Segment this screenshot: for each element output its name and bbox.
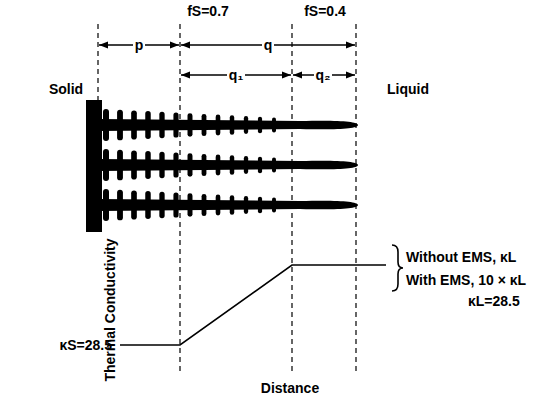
region-label: Liquid [387, 81, 429, 97]
axis-label: Distance [261, 380, 319, 396]
secondary-arm [159, 192, 164, 218]
fraction-label: fS=0.4 [304, 3, 346, 19]
secondary-arm [173, 153, 178, 178]
secondary-arm [188, 113, 193, 137]
conductivity-curve [120, 265, 386, 345]
dendrite-trunk [100, 199, 358, 211]
curve-label: With EMS, 10 × κL [406, 272, 526, 288]
secondary-arm [230, 155, 234, 174]
dimension-label: q₁ [227, 67, 245, 83]
secondary-arm [272, 157, 276, 172]
solid-block [86, 100, 102, 232]
secondary-arm [188, 153, 193, 177]
curve-label: Without EMS, κL [406, 249, 516, 265]
fraction-label: fS=0.7 [187, 3, 229, 19]
secondary-arm [202, 154, 207, 176]
secondary-arm [159, 152, 164, 178]
secondary-arm [159, 112, 164, 138]
dendrite-arms [100, 109, 358, 221]
secondary-arm [244, 116, 248, 134]
secondary-arm [131, 190, 137, 219]
secondary-arm [230, 195, 234, 214]
secondary-arm [216, 115, 221, 136]
secondary-arm [117, 150, 123, 181]
secondary-arm [216, 195, 221, 216]
secondary-arm [131, 110, 137, 139]
secondary-arm [244, 156, 248, 174]
secondary-arm [145, 151, 150, 179]
region-label: Solid [49, 81, 83, 97]
secondary-arm [202, 194, 207, 216]
secondary-arm [230, 115, 234, 134]
value-label: κL=28.5 [468, 293, 520, 309]
secondary-arm [272, 117, 276, 132]
dendrite-trunk [100, 159, 358, 171]
secondary-arm [258, 197, 262, 214]
secondary-arm [216, 155, 221, 176]
brace [392, 245, 403, 291]
secondary-arm [258, 117, 262, 134]
secondary-arm [103, 189, 109, 221]
guide-lines [98, 24, 356, 372]
secondary-arm [272, 197, 276, 212]
secondary-arm [145, 111, 150, 139]
dimension-label: p [133, 37, 146, 53]
value-label: κS=28.5 [59, 337, 112, 353]
dimension-label: q [262, 37, 275, 53]
axis-label: Thermal Conductivity [102, 238, 118, 381]
secondary-arm [202, 114, 207, 136]
secondary-arm [258, 157, 262, 174]
secondary-arm [103, 109, 109, 141]
secondary-arm [131, 150, 137, 179]
secondary-arm [145, 191, 150, 219]
dendrite-trunk [100, 119, 358, 131]
secondary-arm [173, 193, 178, 218]
secondary-arm [244, 196, 248, 214]
secondary-arm [117, 190, 123, 221]
dimension-label: q₂ [314, 67, 333, 83]
secondary-arm [188, 193, 193, 217]
secondary-arm [117, 110, 123, 141]
secondary-arm [103, 149, 109, 181]
secondary-arm [173, 113, 178, 138]
